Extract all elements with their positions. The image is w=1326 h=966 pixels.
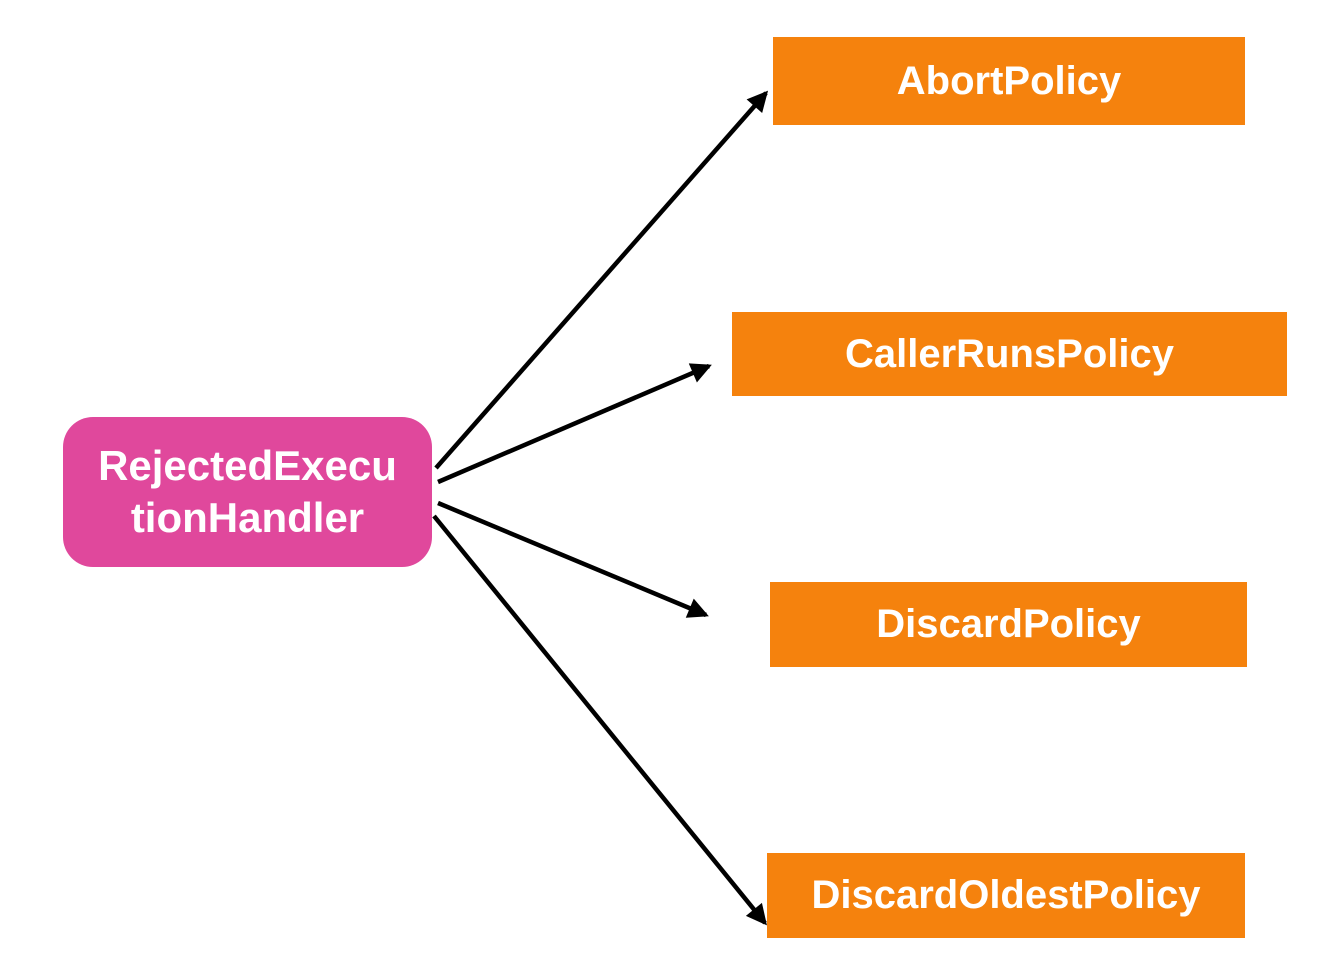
node-abort-policy: AbortPolicy [773,37,1245,125]
node-discard-policy: DiscardPolicy [770,582,1247,667]
node-discard-oldest-policy: DiscardOldestPolicy [767,853,1245,938]
node-label: DiscardOldestPolicy [811,873,1201,917]
arrow-to-discard-oldest-policy [432,514,767,926]
arrow-to-abort-policy [434,90,769,470]
arrow-to-caller-runs-policy [437,363,712,485]
node-label-line: tionHandler [130,494,365,541]
arrow-to-discard-policy [437,500,709,618]
node-label: AbortPolicy [896,58,1122,103]
node-rejected-execution-handler: RejectedExecu tionHandler [63,417,432,567]
node-label: DiscardPolicy [876,602,1141,646]
node-label-line: RejectedExecu [98,442,397,489]
node-label: CallerRunsPolicy [844,331,1174,376]
node-caller-runs-policy: CallerRunsPolicy [732,312,1287,396]
